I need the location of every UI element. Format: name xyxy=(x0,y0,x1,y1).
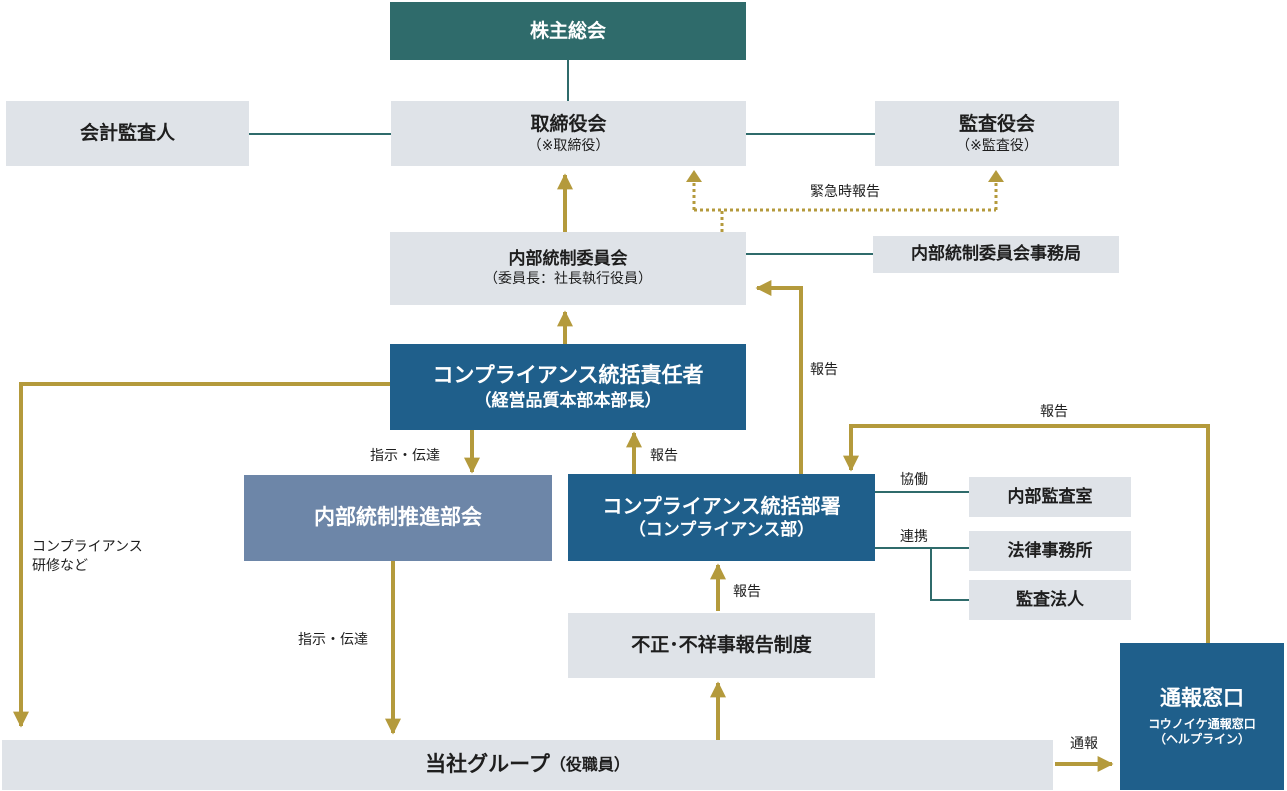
arrow-cco-training xyxy=(13,382,390,728)
arrow-emergency-report xyxy=(692,180,998,232)
board-title: 取締役会 xyxy=(530,113,607,136)
label-coordinate: 連携 xyxy=(900,529,928,545)
box-group: 当社グループ （役職員） xyxy=(2,740,1053,790)
box-audit-corp: 監査法人 xyxy=(969,580,1131,620)
box-board: 取締役会 （※取締役） xyxy=(391,101,746,166)
label-instruct-promotion: 指示・伝達 xyxy=(370,448,440,464)
box-compliance-dept: コンプライアンス統括部署 （コンプライアンス部） xyxy=(568,474,875,561)
compliance-dept-title: コンプライアンス統括部署 xyxy=(602,494,841,519)
label-emergency-report: 緊急時報告 xyxy=(810,184,880,200)
ic-promotion-title: 内部統制推進部会 xyxy=(314,505,482,530)
label-whistleblow: 通報 xyxy=(1070,736,1098,752)
label-report-to-cco: 報告 xyxy=(650,448,678,464)
ic-committee-sub: （委員長：社長執行役員） xyxy=(484,271,652,288)
hotline-sub2: （ヘルプライン） xyxy=(1153,732,1250,747)
cco-title: コンプライアンス統括責任者 xyxy=(432,363,704,388)
misconduct-system-title: 不正･不祥事報告制度 xyxy=(631,634,812,657)
shareholders-title: 株主総会 xyxy=(529,19,606,42)
compliance-dept-sub: （コンプライアンス部） xyxy=(628,520,815,541)
hotline-sub1: コウノイケ通報窓口 xyxy=(1148,716,1256,731)
box-ic-committee: 内部統制委員会 （委員長：社長執行役員） xyxy=(390,232,746,305)
group-title: 当社グループ xyxy=(425,752,550,777)
label-report-system: 報告 xyxy=(733,584,761,600)
arrowhead-emergency-auditboard xyxy=(988,170,1004,182)
cco-sub: （経営品質本部本部長） xyxy=(474,390,662,411)
hotline-title: 通報窓口 xyxy=(1160,686,1244,711)
line-coordinate xyxy=(875,547,969,601)
audit-board-sub: （※監査役） xyxy=(956,137,1038,154)
label-compliance-training: コンプライアンス 研修など xyxy=(32,538,143,576)
board-sub: （※取締役） xyxy=(527,137,610,154)
training-line1: コンプライアンス xyxy=(32,539,143,555)
box-ic-secretariat: 内部統制委員会事務局 xyxy=(873,236,1119,273)
box-misconduct-system: 不正･不祥事報告制度 xyxy=(568,613,875,678)
audit-corp-title: 監査法人 xyxy=(1016,589,1084,610)
label-cooperate: 協働 xyxy=(900,472,928,488)
box-audit-board: 監査役会 （※監査役） xyxy=(875,101,1119,166)
arrow-dept-to-committee xyxy=(755,280,803,474)
arrowhead-emergency-board xyxy=(686,170,702,182)
internal-audit-title: 内部監査室 xyxy=(1007,486,1093,507)
label-instruct-group: 指示・伝達 xyxy=(298,632,368,648)
ic-committee-title: 内部統制委員会 xyxy=(508,249,628,270)
group-sub: （役職員） xyxy=(549,754,630,774)
auditor-title: 会計監査人 xyxy=(79,122,175,145)
box-cco: コンプライアンス統括責任者 （経営品質本部本部長） xyxy=(390,344,746,430)
training-line2: 研修など xyxy=(32,557,88,574)
box-law-firm: 法律事務所 xyxy=(969,531,1131,571)
label-report-to-committee: 報告 xyxy=(810,362,838,378)
box-internal-audit: 内部監査室 xyxy=(969,477,1131,517)
box-ic-promotion: 内部統制推進部会 xyxy=(244,475,552,561)
law-firm-title: 法律事務所 xyxy=(1007,540,1093,561)
box-accounting-auditor: 会計監査人 xyxy=(6,101,249,166)
box-shareholders: 株主総会 xyxy=(390,2,746,60)
ic-secretariat-title: 内部統制委員会事務局 xyxy=(911,244,1081,265)
box-hotline: 通報窓口 コウノイケ通報窓口 （ヘルプライン） xyxy=(1120,643,1284,790)
audit-board-title: 監査役会 xyxy=(958,113,1035,136)
arrow-hotline-to-dept xyxy=(843,424,1210,643)
label-report-hotline: 報告 xyxy=(1040,404,1068,420)
